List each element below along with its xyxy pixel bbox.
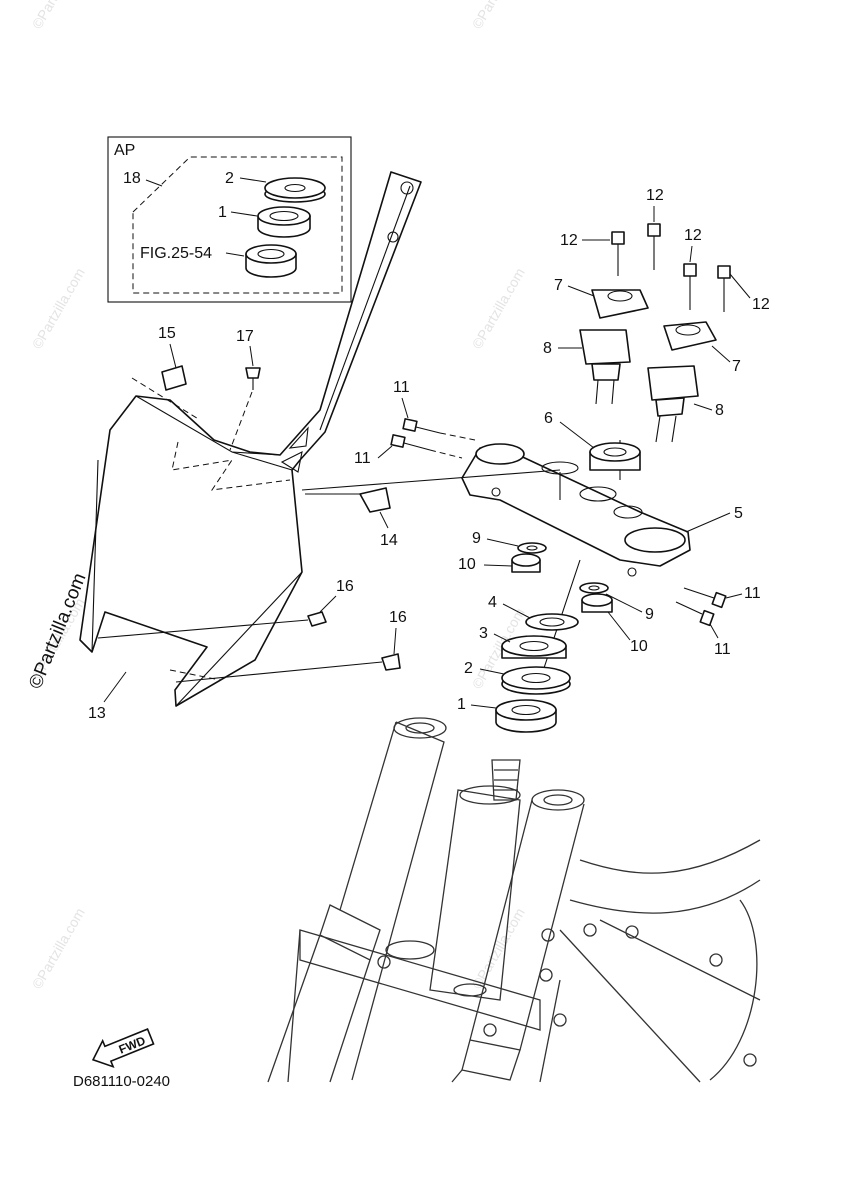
bolt-11-b — [390, 434, 463, 459]
callout-13: 13 — [88, 705, 106, 722]
callout-12-b: 12 — [646, 187, 664, 204]
callout-12-a: 12 — [560, 232, 578, 249]
callout-11-c: 11 — [744, 585, 761, 602]
bolt-11-a — [402, 418, 476, 441]
nut-6 — [589, 442, 641, 471]
bearing-1 — [495, 699, 557, 733]
handlebar-clamp-7-right — [663, 321, 717, 351]
handlebar-clamp-7-left — [591, 289, 649, 319]
callout-1: 1 — [457, 696, 466, 713]
callout-2: 2 — [464, 660, 473, 677]
callout-7-left: 7 — [554, 277, 563, 294]
ring-nut-3 — [501, 635, 567, 659]
dust-seal-inset — [264, 177, 326, 203]
callout-5: 5 — [734, 505, 743, 522]
clip-14 — [305, 487, 391, 513]
callout-11-a: 11 — [393, 379, 410, 396]
callout-8-right: 8 — [715, 402, 724, 419]
callout-3: 3 — [479, 625, 488, 642]
callout-10-right: 10 — [630, 638, 648, 655]
callout-11-b: 11 — [354, 450, 371, 467]
handlebar-holder-8-right — [647, 365, 699, 443]
washer-4 — [525, 613, 579, 631]
inset-reference: FIG.25-54 — [140, 245, 212, 262]
callout-2-inset: 2 — [225, 170, 234, 187]
callout-15: 15 — [158, 325, 176, 342]
dust-seal-2 — [501, 666, 571, 695]
bolt-12-d — [717, 265, 731, 312]
watermark-text: ©Partzilla.com — [29, 905, 88, 991]
callout-17: 17 — [236, 328, 254, 345]
callout-10-left: 10 — [458, 556, 476, 573]
callout-1-inset: 1 — [218, 204, 227, 221]
callout-11-d: 11 — [714, 641, 731, 658]
callout-9-right: 9 — [645, 606, 654, 623]
forward-arrow-icon: FWD — [91, 1028, 155, 1069]
washer-9-left — [517, 542, 547, 554]
callout-6: 6 — [544, 410, 553, 427]
bolt-12-c — [683, 263, 697, 310]
watermark-text: ©Partzilla.com — [469, 905, 528, 991]
diagram-code: D681110-0240 — [73, 1073, 170, 1090]
clip-15 — [131, 365, 201, 421]
nut-10-right — [581, 593, 613, 613]
watermark-text: ©Partzilla.com — [29, 0, 88, 31]
watermark-text: ©Partzilla.com — [469, 0, 528, 31]
callout-12-c: 12 — [684, 227, 702, 244]
handlebar-holder-8-left — [579, 329, 631, 405]
bolt-12-b — [647, 223, 661, 270]
callout-12-d: 12 — [752, 296, 770, 313]
upper-bracket — [461, 443, 691, 577]
watermark-text: ©Partzilla.com — [469, 265, 528, 351]
bolt-11-d — [675, 601, 715, 627]
inset-ap: AP 18 2 1 FIG.25-54 — [107, 136, 352, 303]
watermark-text: ©Partzilla.com — [29, 265, 88, 351]
washer-9-right — [579, 582, 609, 594]
callout-14: 14 — [380, 532, 398, 549]
callout-18: 18 — [123, 170, 141, 187]
callout-16-upper: 16 — [336, 578, 354, 595]
inset-title: AP — [114, 142, 135, 159]
callout-16-lower: 16 — [389, 609, 407, 626]
fork-and-frame-assembly — [267, 717, 761, 1083]
bolt-12-a — [611, 231, 625, 276]
bolt-11-c — [683, 587, 727, 609]
bearing-ref-inset — [245, 244, 297, 278]
nut-10-left — [511, 553, 541, 573]
clip-16-upper — [97, 611, 327, 639]
clip-16-lower — [175, 653, 401, 683]
screw-17 — [229, 367, 261, 451]
callout-7-right: 7 — [732, 358, 741, 375]
callout-4: 4 — [488, 594, 497, 611]
callout-8-left: 8 — [543, 340, 552, 357]
bearing-inset — [257, 206, 311, 238]
callout-9-left: 9 — [472, 530, 481, 547]
number-plate — [79, 171, 422, 707]
